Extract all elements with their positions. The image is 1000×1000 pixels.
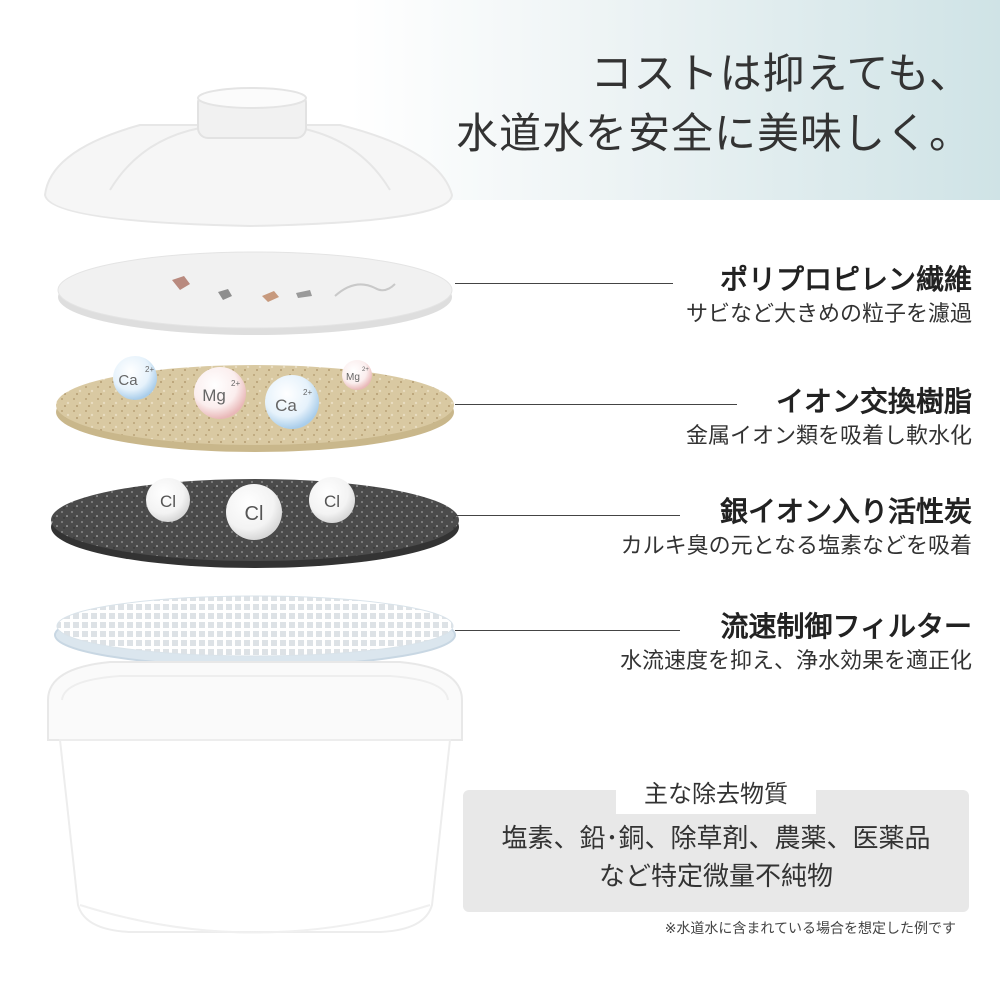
layer-description: 水流速度を抑え、浄水効果を適正化 [619,649,972,674]
layer-description: 金属イオン類を吸着し軟水化 [685,424,972,449]
magnesium-ion-charge: 2+ [362,367,369,373]
chlorine-label: Cl [324,492,340,511]
calcium-ion-label: Ca [118,372,138,389]
layer-activated-carbon: 銀イオン入り活性炭 カルキ臭の元となる塩素などを吸着 [621,494,972,564]
magnesium-ion-label: Mg [346,372,360,383]
chlorine-bubble: Cl [309,477,355,523]
filter-cartridge-illustration: Ca 2+ Mg 2+ Ca 2+ Mg 2+ Cl Cl Cl [43,87,463,934]
leader-line-carbon [455,515,680,516]
removal-box-line-2: など特定微量不純物 [598,862,833,892]
layer-title: イオン交換樹脂 [775,385,972,418]
calcium-ion-charge: 2+ [145,365,154,374]
calcium-ion-bubble: Ca 2+ [265,375,319,429]
headline-line-2: 水道水を安全に美味しく。 [455,109,972,158]
leader-line-flow-control [455,630,680,631]
layer-description: サビなど大きめの粒子を濾過 [685,302,972,327]
removal-box-label: 主な除去物質 [616,774,816,814]
magnesium-ion-charge: 2+ [231,379,240,388]
calcium-ion-charge: 2+ [303,388,312,397]
magnesium-ion-bubble: Mg 2+ [342,360,372,390]
polypropylene-fiber-disc [57,251,453,335]
layer-polypropylene: ポリプロピレン繊維 サビなど大きめの粒子を濾過 [686,262,972,332]
chlorine-bubble: Cl [146,478,190,522]
headline: コストは抑えても、 水道水を安全に美味しく。 [456,44,972,164]
magnesium-ion-bubble: Mg 2+ [194,367,246,419]
chlorine-bubble: Cl [226,484,282,540]
chlorine-label: Cl [160,492,176,511]
footnote: ※水道水に含まれている場合を想定した例です [664,921,956,937]
removal-box-body: 塩素、鉛･銅、除草剤、農薬、医薬品 など特定微量不純物 [463,820,969,896]
cartridge-cup [47,661,463,934]
calcium-ion-bubble: Ca 2+ [113,356,157,400]
removal-box-line-1: 塩素、鉛･銅、除草剤、農薬、医薬品 [501,824,931,854]
cartridge-lid [43,87,454,228]
chlorine-label: Cl [245,503,264,525]
calcium-ion-label: Ca [275,396,297,415]
leader-line-ion-exchange [455,404,737,405]
layer-title: ポリプロピレン繊維 [719,263,972,296]
layer-ion-exchange-resin: イオン交換樹脂 金属イオン類を吸着し軟水化 [686,384,972,454]
layer-flow-control-filter: 流速制御フィルター 水流速度を抑え、浄水効果を適正化 [620,609,972,679]
leader-line-polypropylene [455,283,673,284]
layer-title: 銀イオン入り活性炭 [719,495,972,528]
headline-line-1: コストは抑えても、 [590,49,972,98]
layer-title: 流速制御フィルター [720,610,972,643]
magnesium-ion-label: Mg [202,386,226,405]
flow-control-mesh-filter [54,595,456,667]
layer-description: カルキ臭の元となる塩素などを吸着 [620,534,972,559]
